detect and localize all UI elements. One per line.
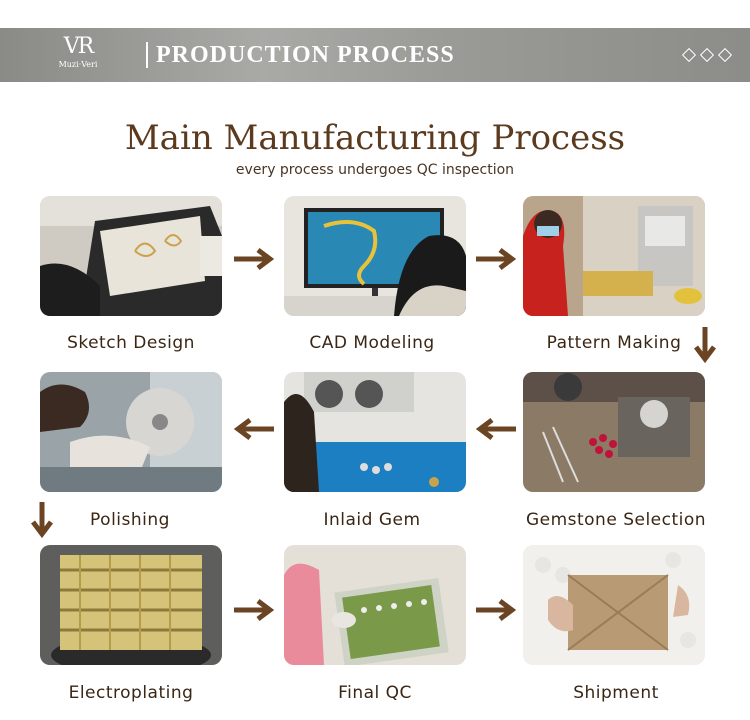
step-label-polishing: Polishing [90,510,170,530]
inlaid-gem-photo [284,372,466,492]
step-label-pattern-making: Pattern Making [546,333,682,353]
title-divider [146,42,148,68]
arrow-down-icon [694,327,716,364]
step-label-final-qc: Final QC [338,683,412,703]
arrow-down-icon [31,502,53,539]
arrow-right-icon [476,599,517,621]
step-label-gemstone-selection: Gemstone Selection [525,510,707,530]
diamond-icon [699,47,715,63]
arrow-right-icon [476,248,517,270]
logo-brand-name: Muzi·Veri [58,60,98,69]
diamond-ornament [680,47,740,63]
header-banner: VR Muzi·Veri PRODUCTION PROCESS [0,28,750,82]
brand-logo: VR Muzi·Veri [48,34,108,78]
page-subtitle: every process undergoes QC inspection [235,162,515,178]
step-label-shipment: Shipment [573,683,659,703]
logo-monogram: VR [63,34,94,59]
step-label-cad-modeling: CAD Modeling [309,333,435,353]
banner-title: PRODUCTION PROCESS [156,42,455,68]
step-label-electroplating: Electroplating [68,683,194,703]
cad-modeling-photo [284,196,466,316]
diamond-icon [681,47,697,63]
arrow-right-icon [234,599,275,621]
arrow-left-icon [233,418,274,440]
final-qc-photo [284,545,466,665]
step-label-sketch-design: Sketch Design [67,333,195,353]
pattern-making-photo [523,196,705,316]
arrow-right-icon [234,248,275,270]
step-label-inlaid-gem: Inlaid Gem [323,510,421,530]
electroplating-photo [40,545,222,665]
gemstone-selection-photo [523,372,705,492]
shipment-photo [523,545,705,665]
polishing-photo [40,372,222,492]
diamond-icon [717,47,733,63]
page-title: Main Manufacturing Process [124,118,626,158]
arrow-left-icon [475,418,516,440]
sketch-design-photo [40,196,222,316]
